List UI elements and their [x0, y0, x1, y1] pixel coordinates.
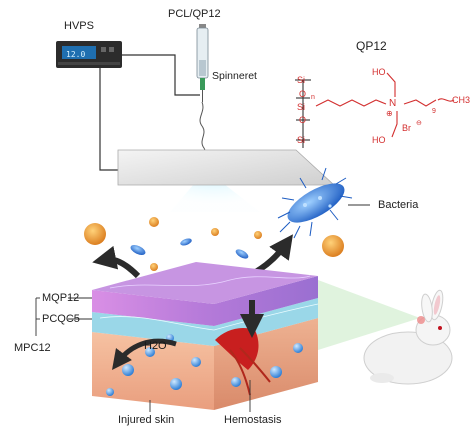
rabbit-projection: [318, 280, 420, 350]
repel-arrow-left: [92, 245, 141, 279]
chem-o-2: O: [299, 115, 307, 125]
spinneret-label: Spinneret: [212, 70, 257, 82]
water-label: H2O: [144, 340, 167, 352]
qp12-title: QP12: [356, 39, 387, 53]
syringe: [196, 24, 209, 102]
bacteria-orange-small-1: [149, 217, 159, 227]
chem-minus: ⊖: [416, 120, 422, 127]
bacteria-blue-small-1: [130, 245, 146, 255]
absorb-arrow: [111, 338, 177, 370]
chem-sub-n: n: [311, 94, 315, 101]
chem-n: N: [389, 98, 397, 109]
hvps-wire-to-spinneret: [122, 54, 200, 96]
bacteria-label: Bacteria: [378, 199, 419, 211]
mpc12-label: MPC12: [14, 342, 51, 354]
skin-block: [92, 262, 319, 410]
bacteria-blue-small-3: [235, 249, 249, 259]
chem-plus: ⊕: [386, 109, 393, 118]
membrane-cyan-layer: [92, 298, 318, 346]
chem-si-3: Si: [297, 135, 306, 145]
chem-si-1: Si: [297, 75, 306, 85]
chem-si-2: Si: [297, 102, 306, 112]
hvps-display: 12.0: [66, 50, 86, 59]
chem-o-1: O: [299, 89, 307, 99]
membrane-purple-layer: [92, 276, 318, 326]
membrane-top-face: [92, 262, 318, 304]
chem-ch3: CH3: [452, 95, 471, 105]
rabbit: [363, 289, 453, 385]
bacteria-blue-small-2: [180, 238, 192, 246]
hvps-wire-to-collector: [99, 68, 118, 171]
pcl-qp12-label: PCL/QP12: [168, 8, 221, 20]
bacteria-orange-2: [84, 223, 106, 245]
injured-skin-label: Injured skin: [118, 414, 175, 426]
bacteria-orange-1: [322, 235, 344, 257]
bacteria-orange-small-2: [150, 263, 158, 271]
hvps-device: [56, 41, 122, 68]
water-droplets: [106, 334, 303, 396]
chem-ho-2: HO: [372, 135, 386, 145]
qp12-structure: [295, 72, 455, 148]
chem-sub-9: 9: [432, 108, 436, 115]
hemostasis-label: Hemostasis: [224, 414, 282, 426]
bacteria-orange-small-4: [254, 231, 262, 239]
hvps-label: HVPS: [64, 20, 94, 32]
bacteria-orange-small-3: [211, 228, 219, 236]
wound-bleeding: [215, 328, 259, 370]
bacteria-large: [277, 167, 353, 239]
electrospray-beam: [170, 170, 260, 212]
chem-ho-1: HO: [372, 67, 386, 77]
pcqc5-label: PCQC5: [42, 313, 80, 325]
mqp12-label: MQP12: [42, 292, 80, 304]
chem-br: Br: [402, 123, 411, 133]
